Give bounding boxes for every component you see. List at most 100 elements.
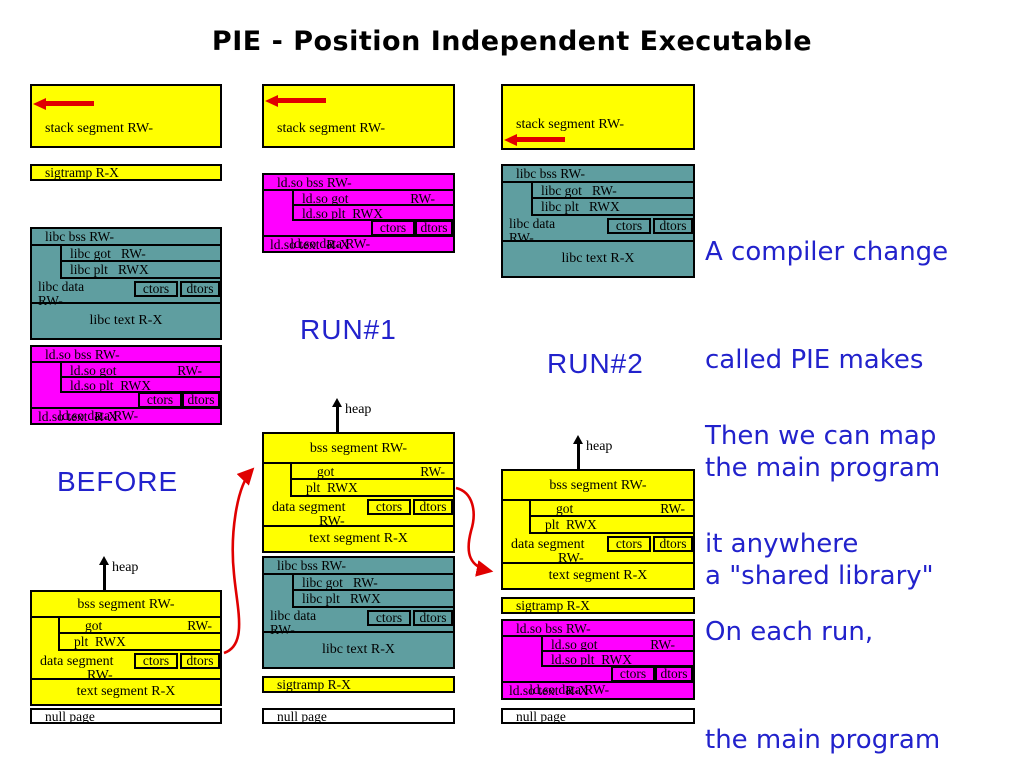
libc-text-row: libc text R-X bbox=[264, 631, 453, 667]
run2-label: RUN#2 bbox=[547, 348, 644, 379]
heap-label: heap bbox=[345, 402, 372, 417]
dtors-box: dtors bbox=[413, 499, 453, 515]
annotation-line: the main program bbox=[705, 453, 941, 483]
ldso-bss-row: ld.so bss RW- bbox=[32, 347, 220, 363]
stack-segment-box: stack segment RW- bbox=[262, 84, 455, 148]
ctors-box: ctors bbox=[367, 499, 411, 515]
ldso-got-label: ld.so got bbox=[70, 363, 117, 378]
main-got-label: got bbox=[85, 618, 103, 633]
main-plt-row: plt RWX bbox=[545, 517, 597, 532]
ldso-data-label: ld.so data RW- bbox=[529, 682, 610, 697]
dtors-box: dtors bbox=[653, 218, 693, 234]
ctors-box: ctors bbox=[371, 220, 415, 236]
ldso-block: ld.so bss RW- ld.so got RW- ld.so plt RWX… bbox=[501, 619, 695, 700]
dtors-box: dtors bbox=[182, 392, 220, 408]
stack-grow-arrow-icon bbox=[265, 94, 326, 107]
ctors-box: ctors bbox=[367, 610, 411, 626]
main-data-spacer bbox=[264, 464, 292, 497]
libc-plt-row: libc plt RWX bbox=[541, 199, 620, 214]
ldso-plt-row: ld.so plt RWX bbox=[551, 652, 633, 667]
page-title: PIE - Position Independent Executable bbox=[211, 26, 813, 57]
main-text-row: text segment R-X bbox=[32, 678, 220, 704]
heap-label: heap bbox=[112, 560, 139, 575]
ldso-data-spacer bbox=[32, 363, 62, 393]
annotation-line: called PIE makes bbox=[705, 345, 924, 375]
ldso-got-perm: RW- bbox=[177, 363, 202, 378]
main-bss-row: bss segment RW- bbox=[264, 434, 453, 464]
libc-data-label: libc data bbox=[509, 216, 556, 231]
ldso-data-row: ld.so data RW- ctors dtors bbox=[503, 666, 693, 697]
segment-label: stack segment RW- bbox=[45, 121, 154, 136]
dtors-box: dtors bbox=[653, 536, 693, 552]
libc-bss-row: libc bss RW- bbox=[32, 229, 220, 246]
relocation-arrow-run1-to-run2 bbox=[455, 486, 494, 577]
ldso-data-row: ld.so data RW- ctors dtors bbox=[264, 220, 453, 251]
ldso-text-row: ld.so text R-X bbox=[38, 409, 118, 424]
libc-data-spacer bbox=[264, 575, 294, 608]
libc-bss-row: libc bss RW- bbox=[503, 166, 693, 183]
main-got-row: got RW- bbox=[60, 618, 220, 634]
dtors-box: dtors bbox=[413, 610, 453, 626]
main-inner-box: got RW- plt RWX bbox=[264, 464, 453, 497]
dtors-box: dtors bbox=[655, 666, 693, 682]
libc-inner-box: libc got RW- libc plt RWX bbox=[32, 246, 220, 279]
main-got-perm: RW- bbox=[187, 618, 212, 633]
main-data-label: data segment bbox=[272, 500, 346, 515]
run1-label: RUN#1 bbox=[300, 314, 397, 345]
ldso-text-row: ld.so text R-X bbox=[509, 683, 589, 698]
main-text-row: text segment R-X bbox=[503, 562, 693, 588]
libc-got-row: libc got RW- bbox=[294, 575, 453, 591]
annotation-line: Then we can map bbox=[705, 421, 937, 451]
ldso-data-spacer bbox=[503, 637, 543, 667]
heap-label: heap bbox=[586, 439, 613, 454]
ldso-bss-row: ld.so bss RW- bbox=[503, 621, 693, 637]
libc-block: libc bss RW- libc got RW- libc plt RWX c… bbox=[30, 227, 222, 340]
libc-plt-row: libc plt RWX bbox=[70, 262, 149, 277]
libc-bss-row: libc bss RW- bbox=[264, 558, 453, 575]
ldso-data-spacer bbox=[264, 191, 294, 221]
annotation-line: it anywhere bbox=[705, 529, 859, 559]
dtors-box: dtors bbox=[415, 220, 453, 236]
ldso-bss-row: ld.so bss RW- bbox=[264, 175, 453, 191]
null-page-box: null page bbox=[30, 708, 222, 724]
ldso-got-row: ld.so got RW- bbox=[62, 363, 220, 378]
libc-text-row: libc text R-X bbox=[32, 302, 220, 338]
stack-grow-arrow-icon bbox=[504, 133, 565, 146]
main-data-label: data segment bbox=[40, 654, 114, 669]
ldso-text-row: ld.so text R-X bbox=[270, 237, 350, 252]
main-got-perm: RW- bbox=[420, 464, 445, 479]
sigtramp-box: sigtramp R-X bbox=[501, 597, 695, 614]
ldso-got-perm: RW- bbox=[410, 191, 435, 206]
libc-inner-box: libc got RW- libc plt RWX bbox=[503, 183, 693, 216]
main-text-row: text segment R-X bbox=[264, 525, 453, 551]
ldso-got-label: ld.so got bbox=[551, 637, 598, 652]
libc-plt-row: libc plt RWX bbox=[302, 591, 381, 606]
ldso-inner-box: ld.so got RW- ld.so plt RWX bbox=[503, 637, 693, 667]
annotation-line: A compiler change bbox=[705, 237, 949, 267]
dtors-box: dtors bbox=[180, 653, 220, 669]
main-bss-row: bss segment RW- bbox=[503, 471, 693, 501]
ctors-box: ctors bbox=[607, 536, 651, 552]
libc-got-row: libc got RW- bbox=[533, 183, 693, 199]
main-plt-row: plt RWX bbox=[306, 480, 358, 495]
ldso-got-perm: RW- bbox=[650, 637, 675, 652]
main-plt-row: plt RWX bbox=[74, 634, 126, 649]
libc-inner-box: libc got RW- libc plt RWX bbox=[264, 575, 453, 608]
annotation-compiler-change: A compiler change called PIE makes the m… bbox=[705, 162, 948, 666]
stack-grow-arrow-icon bbox=[33, 97, 94, 110]
main-got-label: got bbox=[317, 464, 335, 479]
main-data-label: data segment bbox=[511, 537, 585, 552]
ctors-box: ctors bbox=[138, 392, 182, 408]
segment-label: stack segment RW- bbox=[277, 121, 386, 136]
annotation-line: a "shared library" bbox=[705, 561, 934, 591]
libc-data-perm: RW- bbox=[270, 622, 295, 637]
libc-data-label: libc data bbox=[38, 279, 85, 294]
dtors-box: dtors bbox=[180, 281, 220, 297]
libc-data-spacer bbox=[32, 246, 62, 279]
